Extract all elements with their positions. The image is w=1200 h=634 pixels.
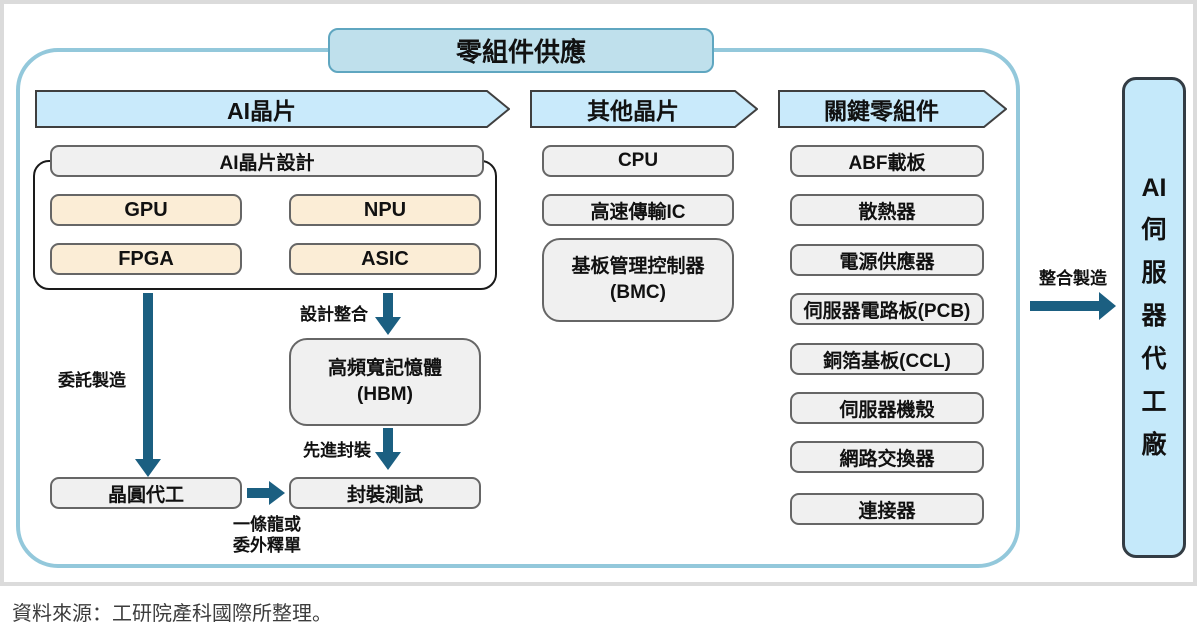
hbm-line1: 高頻寬記憶體 bbox=[327, 358, 442, 379]
odm-char: 代 bbox=[1141, 345, 1167, 373]
chip-fpga: FPGA bbox=[50, 243, 242, 275]
label-advanced-packaging: 先進封裝 bbox=[303, 441, 371, 460]
hbm-box: 高頻寬記憶體 (HBM) bbox=[289, 338, 481, 426]
component-network-switch: 網路交換器 bbox=[790, 441, 984, 473]
component-heat-sink: 散熱器 bbox=[790, 194, 984, 226]
component-server-pcb: 伺服器電路板(PCB) bbox=[790, 293, 984, 325]
high-speed-ic-box: 高速傳輸IC bbox=[542, 194, 734, 226]
label-one-stop: 一條龍或 委外釋單 bbox=[217, 514, 317, 556]
hbm-line2: (HBM) bbox=[357, 384, 413, 405]
label-one-stop-line1: 一條龍或 bbox=[233, 515, 301, 534]
component-power-supply: 電源供應器 bbox=[790, 244, 984, 276]
banner-arrow-shape bbox=[35, 90, 510, 128]
banner-arrow-shape bbox=[530, 90, 758, 128]
odm-char: 伺 bbox=[1141, 216, 1167, 244]
label-design-integration: 設計整合 bbox=[300, 305, 368, 324]
ai-server-odm-box: AI 伺 服 器 代 工 廠 bbox=[1122, 77, 1186, 558]
banner-key-components: 關鍵零組件 bbox=[778, 90, 1007, 128]
label-integrated-manufacturing: 整合製造 bbox=[1039, 269, 1107, 288]
source-note: 資料來源：工研院產科國際所整理。 bbox=[12, 603, 332, 625]
banner-ai-chip-label: AI晶片 bbox=[227, 98, 296, 124]
bmc-box: 基板管理控制器 (BMC) bbox=[542, 238, 734, 322]
label-one-stop-line2: 委外釋單 bbox=[233, 536, 301, 555]
banner-arrow-shape bbox=[778, 90, 1007, 128]
banner-other-chips-label: 其他晶片 bbox=[587, 98, 679, 124]
bmc-line1: 基板管理控制器 bbox=[571, 256, 705, 277]
component-abf-substrate: ABF載板 bbox=[790, 145, 984, 177]
component-connector: 連接器 bbox=[790, 493, 984, 525]
banner-other-chips: 其他晶片 bbox=[530, 90, 758, 128]
wafer-foundry-box: 晶圓代工 bbox=[50, 477, 242, 509]
odm-char: 器 bbox=[1141, 302, 1167, 330]
banner-key-components-label: 關鍵零組件 bbox=[824, 98, 939, 124]
chip-asic: ASIC bbox=[289, 243, 481, 275]
diagram-title: 零組件供應 bbox=[328, 28, 714, 73]
banner-ai-chip: AI晶片 bbox=[35, 90, 510, 128]
component-server-chassis: 伺服器機殼 bbox=[790, 392, 984, 424]
bmc-line2: (BMC) bbox=[610, 282, 666, 303]
odm-char: 服 bbox=[1141, 259, 1167, 287]
label-commission-manufacturing: 委託製造 bbox=[58, 371, 126, 390]
odm-char: 廠 bbox=[1141, 431, 1167, 459]
odm-char: 工 bbox=[1141, 388, 1167, 416]
odm-char: AI bbox=[1141, 174, 1167, 202]
component-ccl: 銅箔基板(CCL) bbox=[790, 343, 984, 375]
packaging-testing-box: 封裝測試 bbox=[289, 477, 481, 509]
cpu-box: CPU bbox=[542, 145, 734, 177]
chip-npu: NPU bbox=[289, 194, 481, 226]
chip-gpu: GPU bbox=[50, 194, 242, 226]
ai-chip-design-header: AI晶片設計 bbox=[50, 145, 484, 177]
